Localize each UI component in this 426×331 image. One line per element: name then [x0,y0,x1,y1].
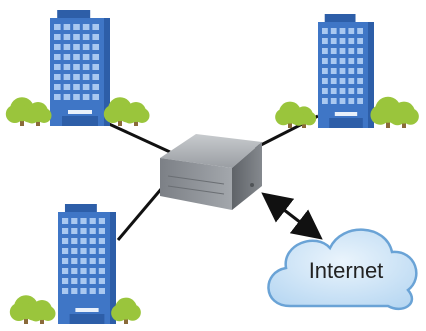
building-bottom-left-icon [9,204,141,324]
internet-label: Internet [308,258,384,283]
link-internet [261,192,323,240]
building-top-right-icon [275,14,419,128]
building-top-left-icon [5,10,150,126]
server-icon [160,134,262,210]
internet-cloud-icon [267,228,418,311]
link-bottom-left [116,187,164,241]
